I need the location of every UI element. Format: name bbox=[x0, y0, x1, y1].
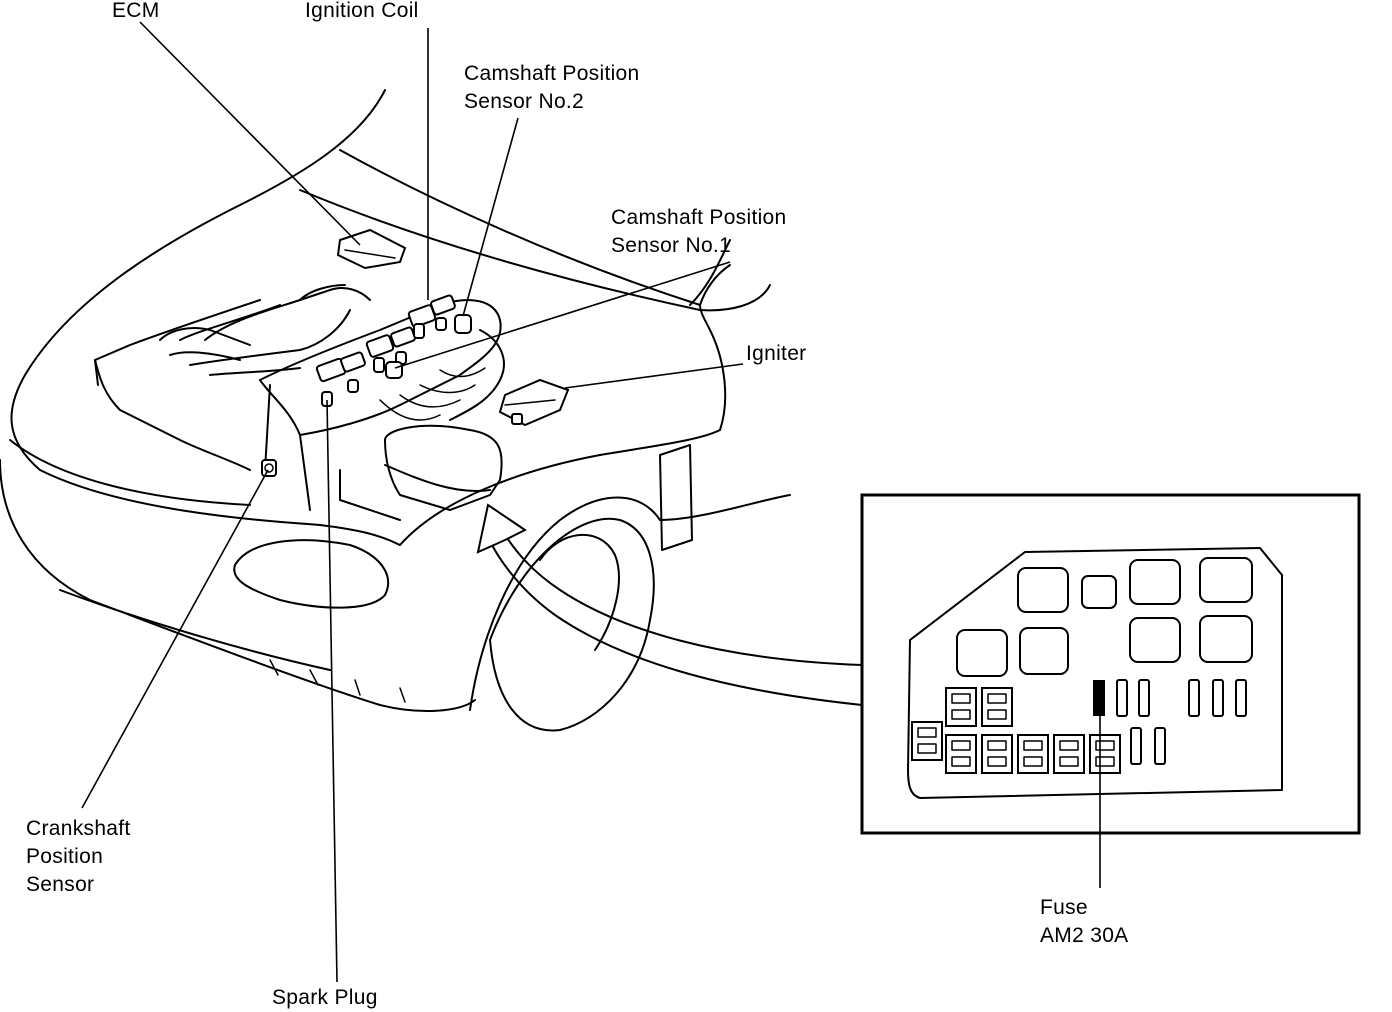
label-crank-line1: Crankshaft bbox=[26, 817, 131, 840]
label-fuse-line1: Fuse bbox=[1040, 896, 1088, 919]
location-arrow bbox=[476, 503, 863, 706]
leader-lines bbox=[81, 21, 1101, 983]
engine-assembly bbox=[94, 228, 570, 521]
label-cam-sensor-2-line2: Sensor No.2 bbox=[464, 90, 585, 113]
car-body bbox=[0, 89, 791, 732]
label-crankshaft-sensor: Crankshaft Position Sensor bbox=[26, 815, 131, 899]
am2-fuse-highlight bbox=[1093, 680, 1105, 716]
label-cam-sensor-2-line1: Camshaft Position bbox=[464, 62, 640, 85]
relay-block-top-left bbox=[945, 687, 1013, 727]
label-cam-sensor-1: Camshaft Position Sensor No.1 bbox=[611, 204, 787, 260]
label-crank-line3: Sensor bbox=[26, 873, 95, 896]
label-fuse-line2: AM2 30A bbox=[1040, 924, 1129, 947]
label-fuse: Fuse AM2 30A bbox=[1040, 894, 1128, 950]
label-igniter: Igniter bbox=[746, 342, 807, 365]
label-ignition-coil: Ignition Coil bbox=[305, 0, 419, 22]
label-cam-sensor-2: Camshaft Position Sensor No.2 bbox=[464, 60, 640, 116]
label-ecm: ECM bbox=[112, 0, 160, 22]
label-spark-plug: Spark Plug bbox=[272, 986, 378, 1009]
relay-block-bottom-row bbox=[911, 721, 1121, 774]
label-cam-sensor-1-line1: Camshaft Position bbox=[611, 206, 787, 229]
label-crank-line2: Position bbox=[26, 845, 104, 868]
fuse-box-inset bbox=[860, 493, 1361, 835]
label-cam-sensor-1-line2: Sensor No.1 bbox=[611, 234, 732, 257]
